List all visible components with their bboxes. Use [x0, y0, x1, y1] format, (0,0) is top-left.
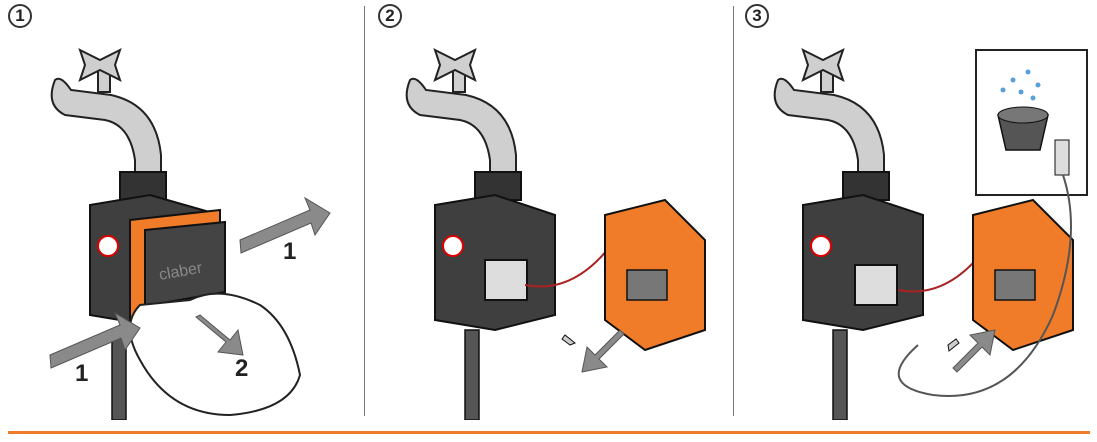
- sensor-cable: [897, 174, 1072, 397]
- timer-body: claber: [89, 193, 226, 327]
- faucet-icon: [405, 48, 517, 191]
- label-push-right: 1: [283, 238, 297, 265]
- step-3-panel: 3: [733, 0, 1097, 420]
- hose: [832, 329, 848, 420]
- plug: [561, 334, 576, 346]
- arrow-push-left: [49, 311, 141, 369]
- plug: [947, 338, 960, 352]
- push-arrows: [49, 196, 331, 369]
- no-sun-icon: [97, 235, 119, 257]
- arrow-insert: [952, 329, 996, 373]
- step-3-badge: 3: [745, 4, 769, 28]
- step-2-illustration: [405, 48, 706, 420]
- faucet-icon: [50, 48, 162, 191]
- divider-2: [733, 6, 734, 416]
- hose: [464, 329, 480, 420]
- divider-1: [364, 6, 365, 416]
- step-2-panel: 2: [365, 0, 733, 420]
- step-1-panel: 1 claber 1 1 2: [0, 0, 365, 420]
- arrow-remove: [581, 329, 625, 373]
- hand: [129, 292, 302, 417]
- label-push-left: 1: [75, 360, 89, 387]
- arrow-pull: [195, 314, 244, 356]
- solenoid: [484, 259, 528, 301]
- no-sun-icon: [442, 235, 464, 257]
- step-2-badge: 2: [378, 4, 402, 28]
- rain-sensor-icon: [997, 69, 1070, 176]
- label-pull: 2: [235, 355, 249, 382]
- battery-cover: [972, 198, 1074, 352]
- faucet-icon: [773, 48, 885, 191]
- solenoid: [854, 264, 898, 306]
- step-1-badge: 1: [8, 4, 32, 28]
- no-sun-icon: [810, 235, 832, 257]
- step-1-illustration: claber: [49, 48, 331, 420]
- timer-body: [802, 193, 924, 332]
- battery-cover: [604, 198, 706, 352]
- step-3-illustration: [773, 48, 1088, 420]
- arrow-push-right: [239, 196, 331, 254]
- bottom-accent-rule: [8, 431, 1090, 434]
